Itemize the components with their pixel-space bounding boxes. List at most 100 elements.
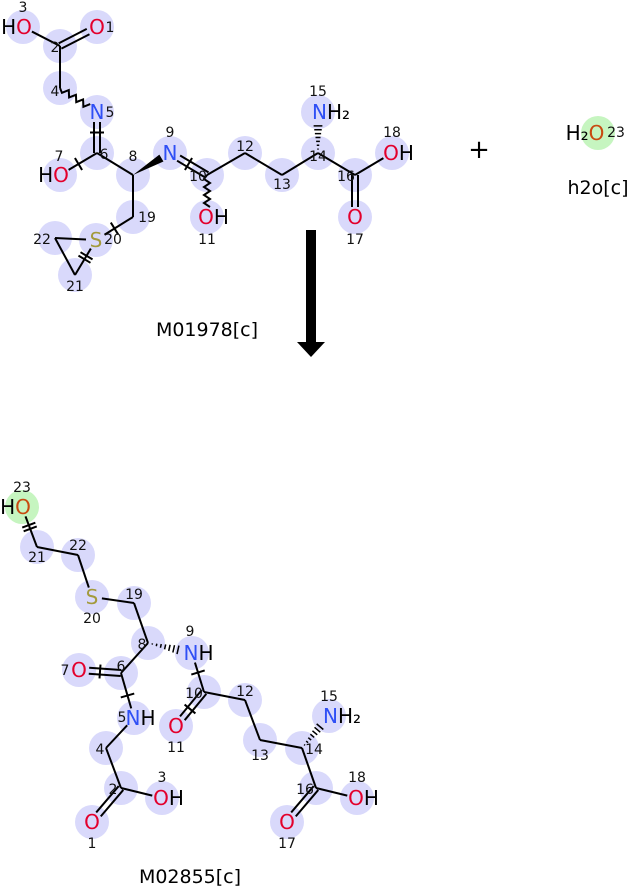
atom-label-o: OH [348,786,379,810]
atom-label-n: N [90,100,105,124]
hydrogen-label: H₂ [566,121,589,145]
atom-number: 21 [66,279,84,295]
atom-number: 20 [83,611,101,627]
hash-bond-segment [309,733,315,739]
atom-number: 2 [109,782,118,798]
hash-bond-segment [176,645,180,655]
atom-highlight [79,223,113,257]
atom-number: 18 [383,125,401,141]
wavy-bond [59,87,91,109]
bond-12-13 [244,152,283,176]
atom-highlight [5,490,39,524]
atom-number: 5 [106,105,115,121]
atom-number: 23 [607,125,625,141]
element-symbol: O [589,121,605,145]
bond-16-18 [315,787,348,797]
bond-9-10-second [179,154,210,174]
hydrogen-label: H [214,205,229,229]
hash-bond-segment [172,645,176,653]
element-symbol: O [383,141,399,165]
element-symbol: O [348,786,364,810]
atom-number: 15 [309,84,327,100]
hydrogen-label: H [140,706,155,730]
hydrogen-label: H [0,495,15,519]
atom-highlight [301,95,335,129]
hash-bond-segment [163,644,167,650]
atom-highlights [5,10,615,839]
element-symbol: N [125,706,140,730]
atom-label-n: NH [183,641,213,665]
bond-9-10 [193,662,205,693]
atom-highlight [145,781,179,815]
bond-20-22 [54,237,87,241]
atom-number: 10 [185,686,203,702]
atom-number: 11 [167,740,185,756]
bond-change-mark [23,525,38,533]
hydrogen-label: H [399,141,414,165]
element-symbol: O [198,205,214,229]
bond-2-1 [95,785,120,814]
atom-number: 9 [166,125,175,141]
atom-label-o: O [84,810,100,834]
atom-label-n: N [163,141,178,165]
bond-2-1-second [58,28,88,45]
bond-5-4 [105,724,128,749]
bond-6-5 [120,672,133,709]
atom-highlight [62,653,96,687]
atom-number: 16 [296,782,314,798]
atom-number: 3 [19,0,28,16]
bond-14-16 [301,747,317,789]
element-symbol: O [16,15,32,39]
element-symbol: N [90,100,105,124]
atom-highlight [190,200,224,234]
wedge-bond [133,154,164,175]
bond-change-mark [191,669,205,676]
atom-number: 22 [69,538,87,554]
atom-highlight [43,158,77,192]
atom-number: 4 [51,84,60,100]
bond-16-18 [354,157,384,176]
atom-label-o: O [168,714,184,738]
bond-10-12 [206,152,246,176]
atom-number: 12 [236,139,254,155]
hydrogen-label: H [198,641,213,665]
atom-label-o: O [89,15,105,39]
atom-highlight [270,805,304,839]
atom-number: 20 [104,232,122,248]
element-symbol: O [168,714,184,738]
atom-label-o: O [347,205,363,229]
atom-number: 13 [273,177,291,193]
element-symbol: S [90,228,103,252]
hash-bond-segment [155,643,158,647]
bond-10-11-second [183,693,208,721]
atom-number: 12 [236,684,254,700]
atom-highlight [75,580,109,614]
atom-number: 1 [106,20,115,36]
atom-number: 8 [129,149,138,165]
element-symbol: N [163,141,178,165]
atom-number: 13 [251,748,269,764]
hydrogen-label: H [1,15,16,39]
atom-number: 6 [117,659,126,675]
bond-6-8 [96,152,134,176]
atom-number: 6 [100,147,109,163]
bond-10-12 [203,691,246,701]
atom-label-n: NH₂ [312,100,350,124]
bond-change-mark [98,664,102,679]
element-symbol: N [183,641,198,665]
bond-14-16 [317,152,356,176]
atom-label-o: OH [383,141,414,165]
element-symbol: N [323,704,338,728]
atom-label-s: S [90,228,103,252]
bond-6-7 [89,666,122,672]
atom-highlight [375,136,409,170]
bond-2-3 [120,787,153,797]
atom-number: 14 [309,149,327,165]
atom-number: 9 [186,624,195,640]
element-symbol: O [53,163,69,187]
hydrogen-label: H₂ [338,704,361,728]
atom-number: 7 [55,149,64,165]
product-name: M02855[c] [139,866,241,886]
atom-highlight [340,781,374,815]
